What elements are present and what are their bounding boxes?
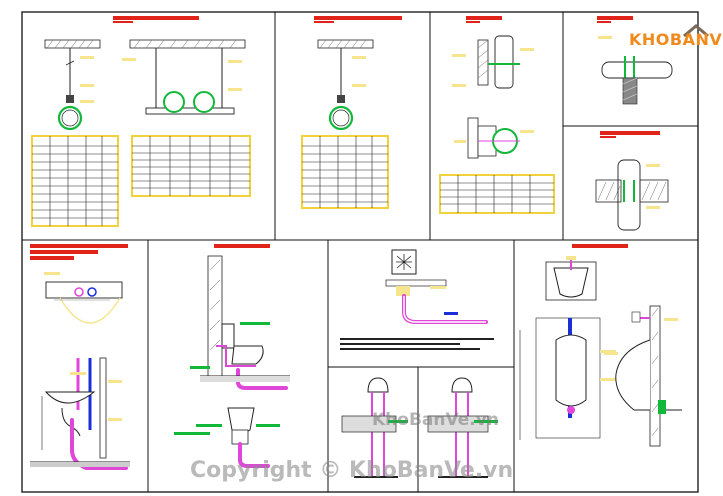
- pipe-hanger-detail-single: [301, 16, 402, 209]
- wall-sleeve-section: [595, 131, 669, 231]
- floor-drain-detail: [340, 249, 494, 350]
- riser-detail-b: [427, 377, 498, 478]
- toilet-installation-detail: [174, 244, 290, 468]
- lavatory-installation-detail: [30, 244, 130, 470]
- logo-text: KHOBANVE: [629, 30, 723, 49]
- panel-dividers: [22, 12, 698, 492]
- khobanve-logo: [683, 24, 709, 38]
- wall-pipe-sleeve-detail: [439, 16, 555, 214]
- urinal-installation-detail: [519, 244, 682, 447]
- sheet-border: [21, 11, 699, 493]
- pipe-hanger-detail-double: [31, 16, 251, 227]
- riser-detail-a: [341, 377, 408, 478]
- floor-pipe-sleeve-detail: [597, 16, 673, 105]
